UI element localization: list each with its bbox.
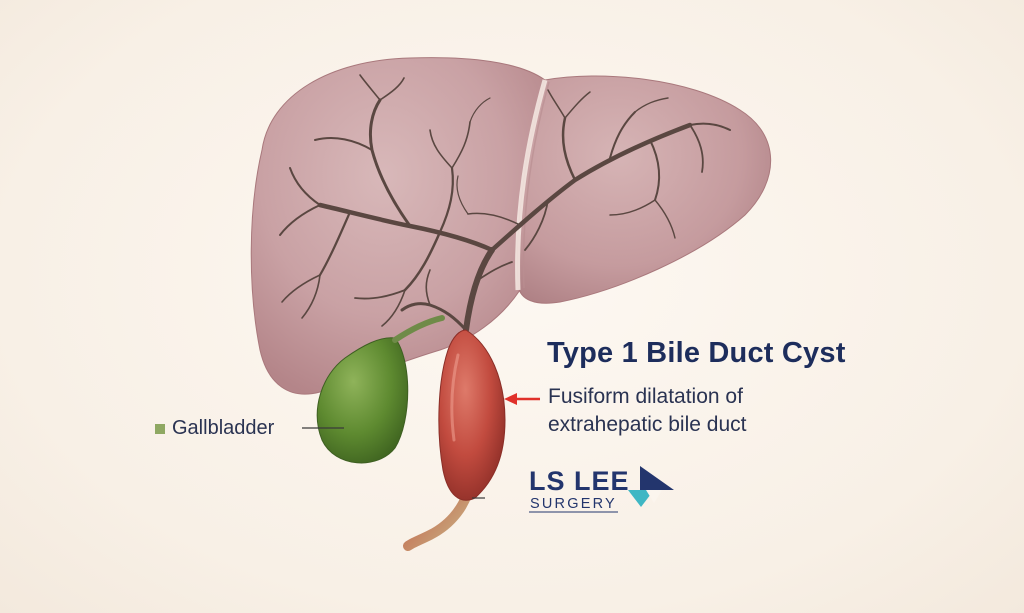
gallbladder-label: Gallbladder xyxy=(172,417,275,439)
description-line-2: extrahepatic bile duct xyxy=(548,413,747,436)
logo-text-surgery: SURGERY xyxy=(530,496,617,512)
description-text: Fusiform dilatation of extrahepatic bile… xyxy=(548,383,746,439)
description-line-1: Fusiform dilatation of xyxy=(548,385,743,408)
red-arrow xyxy=(504,393,540,405)
liver-left-lobe xyxy=(516,75,772,304)
diagram-title: Type 1 Bile Duct Cyst xyxy=(547,337,846,369)
gallbladder-shape xyxy=(316,337,409,464)
bile-duct-tree xyxy=(279,74,731,333)
logo-mark-icon xyxy=(628,466,674,507)
gallbladder-swatch xyxy=(155,424,165,434)
bile-duct-cyst xyxy=(438,329,506,501)
logo-text-ls-lee: LS LEE xyxy=(529,466,630,496)
